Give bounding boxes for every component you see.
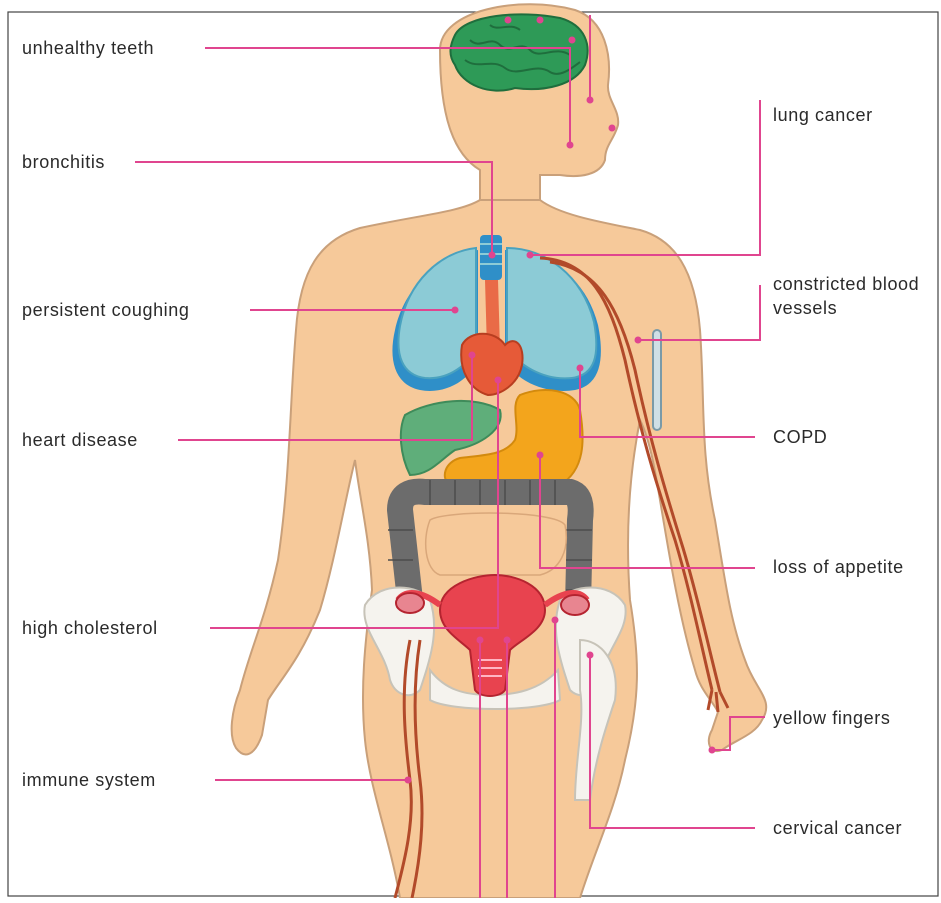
label-high-cholesterol: high cholesterol (22, 617, 158, 639)
label-loss-of-appetite: loss of appetite (773, 556, 904, 578)
label-constricted-blood-vessels: constricted blood vessels (773, 272, 941, 320)
label-immune-system: immune system (22, 769, 156, 791)
label-copd: COPD (773, 426, 827, 448)
label-persistent-coughing: persistent coughing (22, 299, 190, 321)
arm-vessels (653, 330, 661, 430)
label-lung-cancer: lung cancer (773, 104, 873, 126)
label-cervical-cancer: cervical cancer (773, 817, 902, 839)
label-yellow-fingers: yellow fingers (773, 707, 890, 729)
label-heart-disease: heart disease (22, 429, 138, 451)
small-intestine (426, 513, 567, 575)
label-bronchitis: bronchitis (22, 151, 105, 173)
label-unhealthy-teeth: unhealthy teeth (22, 37, 154, 59)
